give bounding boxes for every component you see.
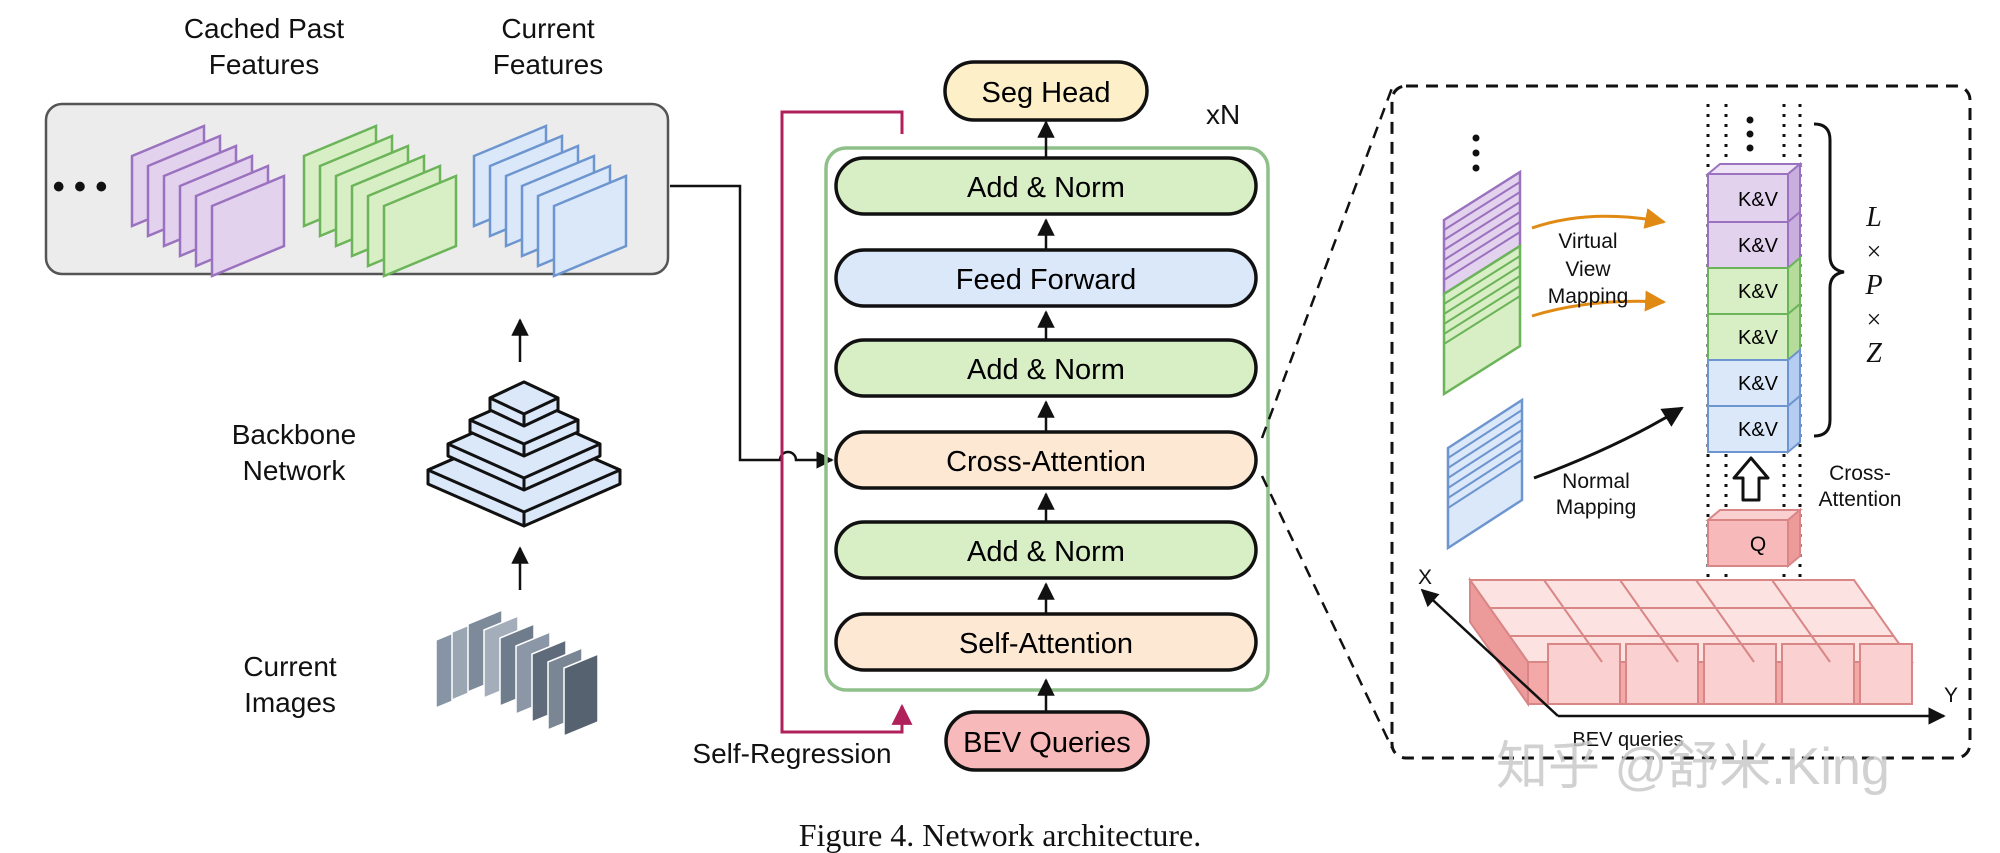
kv-cube-6: K&V [1707, 393, 1801, 455]
kv-label-6: K&V [1738, 419, 1779, 441]
lpz-label: L × P × Z [1864, 202, 1882, 369]
bev-queries-caption: BEV queries [1572, 729, 1683, 751]
add-norm-mid-label: Add & Norm [967, 354, 1125, 386]
axis-x-line [1420, 588, 1559, 717]
current-features-label-line2: Features [493, 49, 604, 80]
add-norm-mid-block: Add & Norm [834, 338, 1258, 398]
figure-caption: Figure 4. Network architecture. [799, 817, 1202, 853]
feature-labels: Cached Past Features Current Features [184, 13, 603, 80]
bev-query-grid [1468, 576, 1914, 708]
normal-mapping-label-line2: Mapping [1556, 496, 1637, 519]
virtual-feature-stack [1442, 169, 1522, 397]
self-attention-label: Self-Attention [959, 628, 1133, 660]
cross-attention-side-line2: Attention [1819, 488, 1902, 511]
features-to-cross-attention-line [670, 184, 834, 469]
normal-mapping-label-line1: Normal [1562, 470, 1630, 493]
cross-attention-label: Cross-Attention [946, 446, 1146, 478]
cached-past-label-line1: Cached Past [184, 13, 345, 44]
virtual-mapping-arrow-lower [1531, 290, 1667, 318]
self-attention-block: Self-Attention [834, 612, 1258, 672]
seg-head-block: Seg Head [943, 60, 1149, 122]
current-images-label-line2: Images [244, 687, 336, 718]
feed-forward-block: Feed Forward [834, 248, 1258, 308]
kv-label-2: K&V [1738, 235, 1779, 257]
xn-label: xN [1206, 99, 1240, 130]
query-cube: Q [1705, 507, 1803, 569]
lpz-times-1: × [1867, 237, 1882, 266]
kv-brace [1813, 122, 1845, 438]
cross-attention-side-line1: Cross- [1829, 462, 1891, 485]
bev-queries-label: BEV Queries [963, 727, 1131, 759]
add-norm-top-block: Add & Norm [834, 156, 1258, 216]
self-regression-loop [780, 110, 913, 734]
lpz-l: L [1865, 202, 1882, 233]
self-regression-label: Self-Regression [692, 738, 891, 769]
backbone-pyramid-icon [426, 380, 622, 528]
current-feature-stack-blue [472, 124, 628, 278]
cached-feature-stack-purple [130, 124, 286, 278]
backbone-label-line2: Network [243, 455, 347, 486]
watermark: 知乎 @舒米.King [1496, 738, 1890, 796]
ellipsis-dots: • • • [53, 168, 108, 206]
virtual-mapping-label-line3: Mapping [1548, 285, 1629, 308]
backbone-label-line1: Backbone [232, 419, 357, 450]
current-images-photo-stack [435, 608, 599, 738]
kv-label-1: K&V [1738, 189, 1779, 211]
kv-top-dots [1746, 116, 1754, 152]
virtual-mapping-label-line2: View [1565, 258, 1611, 281]
cached-past-label-line2: Features [209, 49, 320, 80]
kv-column: K&V K&V K&V K&V K&V K&V [1705, 161, 1803, 455]
virtual-mapping-label-line1: Virtual [1558, 230, 1617, 253]
q-label: Q [1750, 533, 1766, 556]
hollow-up-arrow-icon [1732, 456, 1770, 502]
kv-label-5: K&V [1738, 373, 1779, 395]
normal-feature-stack [1446, 397, 1524, 551]
current-images-label-line1: Current [243, 651, 337, 682]
add-norm-bottom-block: Add & Norm [834, 520, 1258, 580]
zoom-lines [1260, 87, 1394, 749]
mapping-labels: Virtual View Mapping Normal Mapping [1548, 230, 1637, 519]
axis-y-label: Y [1944, 684, 1958, 707]
seg-head-label: Seg Head [982, 77, 1111, 109]
virtual-mapping-arrow-upper [1531, 208, 1667, 230]
cross-attention-side-label: Cross- Attention [1819, 462, 1902, 511]
cross-attention-block: Cross-Attention [834, 430, 1258, 490]
kv-cube-1: K&V [1705, 161, 1803, 225]
normal-mapping-arrow [1533, 406, 1684, 480]
add-norm-bottom-label: Add & Norm [967, 536, 1125, 568]
lpz-times-2: × [1867, 305, 1882, 334]
kv-label-3: K&V [1738, 281, 1779, 303]
cached-feature-stack-green [302, 124, 458, 278]
add-norm-top-label: Add & Norm [967, 172, 1125, 204]
lpz-p: P [1864, 270, 1882, 301]
current-features-label-line1: Current [501, 13, 595, 44]
lpz-z: Z [1866, 338, 1882, 369]
left-labels: Backbone Network Current Images [232, 419, 357, 718]
detail-panel [1390, 84, 1972, 760]
axis-x-label: X [1418, 566, 1432, 589]
feed-forward-label: Feed Forward [956, 264, 1137, 296]
vertical-ellipsis [1472, 134, 1480, 172]
kv-label-4: K&V [1738, 327, 1779, 349]
bev-queries-block: BEV Queries [944, 710, 1150, 772]
